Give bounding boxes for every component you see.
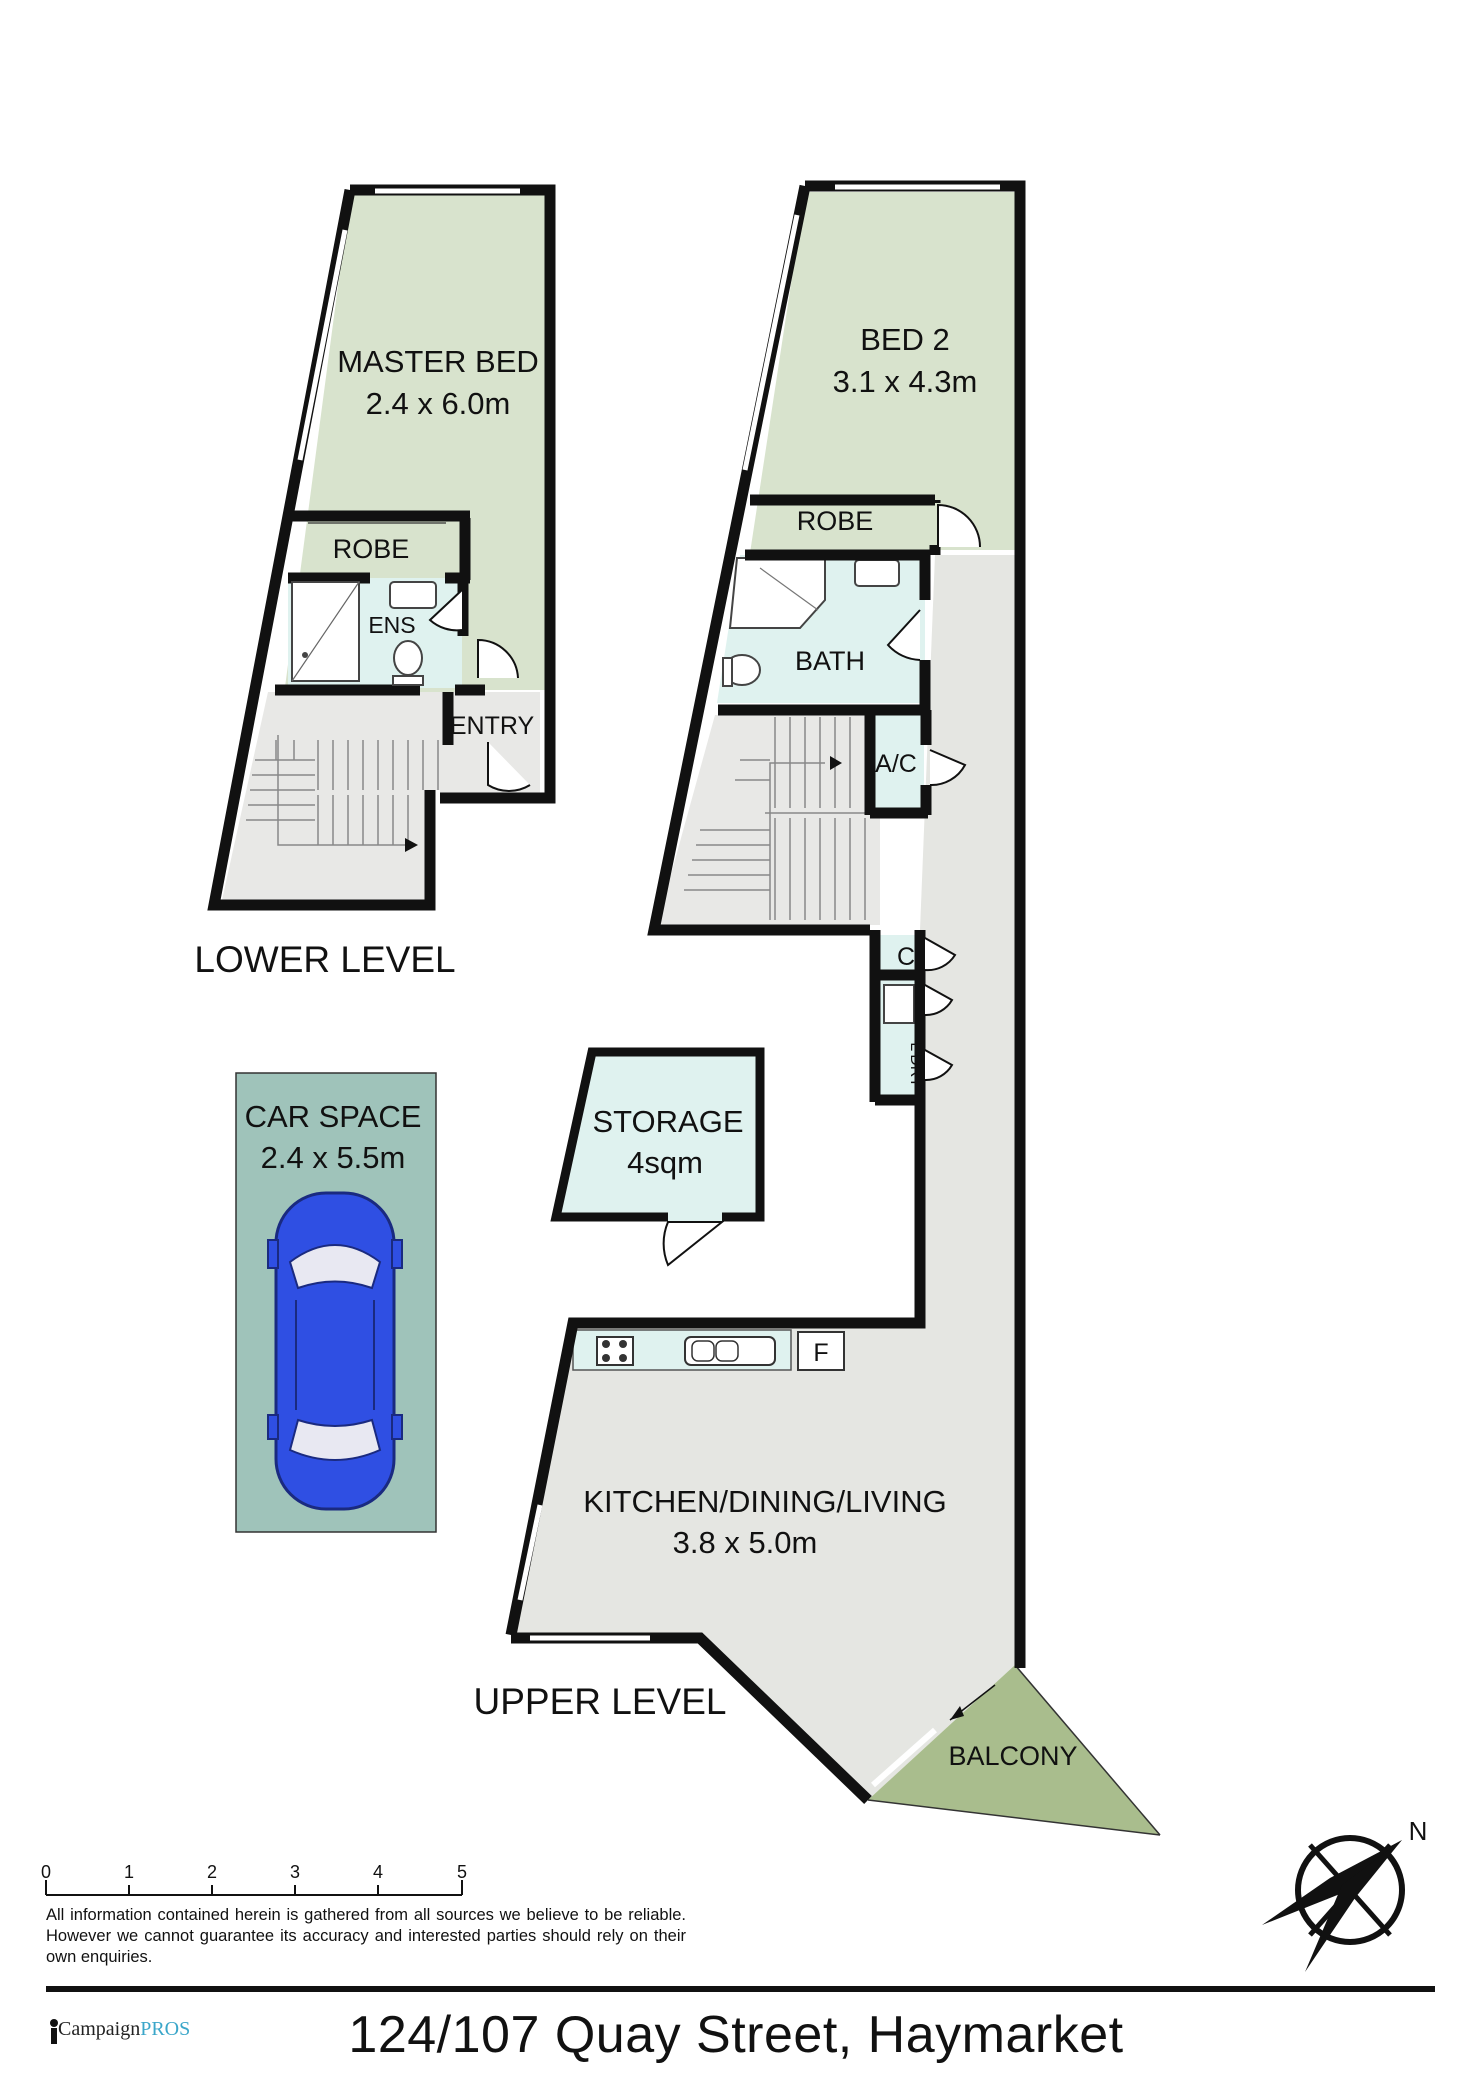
ac-door — [929, 749, 967, 787]
living-window-side — [517, 1504, 543, 1601]
upper-level-label: UPPER LEVEL — [474, 1681, 727, 1722]
compass-icon: N — [1262, 1816, 1427, 1972]
storage-area — [556, 1052, 760, 1217]
laundry-label: L'DRY — [907, 1042, 924, 1088]
balcony-edge — [867, 1799, 1161, 1836]
car-icon — [267, 1191, 403, 1511]
laundry-door-1 — [924, 984, 954, 1017]
lower-stair-arrow — [405, 838, 418, 852]
entry-door — [487, 742, 531, 792]
ac-area — [870, 715, 924, 810]
upper-stair-treads — [684, 717, 870, 920]
lower-stair-area — [222, 692, 465, 900]
upper-stair-arrow — [830, 756, 842, 770]
disclaimer-text: All information contained herein is gath… — [46, 1906, 686, 1966]
master-bed-size: 2.4 x 6.0m — [366, 386, 511, 421]
bath-door — [886, 609, 921, 661]
ensuite-label: ENS — [368, 612, 415, 638]
cooktop-burners — [602, 1340, 627, 1362]
lower-walls — [207, 184, 556, 911]
logo-suffix: PROS — [140, 2018, 191, 2040]
scale-tick-4: 4 — [373, 1862, 383, 1882]
scale-tick-2: 2 — [207, 1862, 217, 1882]
scale-tick-1: 1 — [124, 1862, 134, 1882]
lower-stair-treads — [246, 735, 439, 846]
lower-level-label: LOWER LEVEL — [194, 939, 455, 980]
bed2-label: BED 2 — [860, 322, 950, 357]
living-label: KITCHEN/DINING/LIVING — [583, 1484, 946, 1519]
living-size: 3.8 x 5.0m — [673, 1525, 818, 1560]
ensuite-toilet — [393, 640, 423, 676]
robe-lower-label: ROBE — [333, 534, 410, 564]
robe-upper-label: ROBE — [797, 506, 874, 536]
company-logo: CampaignPROS — [58, 2018, 190, 2041]
balcony-area — [868, 1665, 1160, 1835]
scale-bar: 0 1 2 3 4 5 — [41, 1862, 467, 1896]
ensuite-door — [428, 589, 463, 632]
upper-stair-area — [657, 715, 880, 925]
balcony-outline — [1014, 1664, 1161, 1836]
ensuite-shower-drain — [302, 652, 308, 658]
property-address: 124/107 Quay Street, Haymarket — [348, 2006, 1124, 2064]
laundry-tub — [883, 984, 915, 1024]
car-space-size: 2.4 x 5.5m — [261, 1140, 406, 1175]
master-bed-label: MASTER BED — [337, 344, 539, 379]
entry-label: ENTRY — [450, 712, 535, 740]
storage-label: STORAGE — [592, 1104, 743, 1139]
bed2-door — [937, 503, 981, 548]
balcony-slider-arrowhead — [950, 1706, 964, 1720]
cupboard-label: C — [897, 943, 915, 971]
car-space-label: CAR SPACE — [245, 1099, 422, 1134]
scale-tick-0: 0 — [41, 1862, 51, 1882]
car-space: CAR SPACE 2.4 x 5.5m — [235, 1072, 437, 1533]
upper-level-plan: BED 2 3.1 x 4.3m ROBE BATH A/C C L'DRY S… — [474, 180, 1161, 1836]
compass-north-label: N — [1409, 1816, 1428, 1846]
scale-tick-5: 5 — [457, 1862, 467, 1882]
sink-bowl-2 — [715, 1340, 739, 1362]
upper-window-side — [742, 214, 800, 471]
cupboard-door — [924, 937, 957, 972]
storage-door — [662, 1221, 725, 1267]
living-area — [511, 555, 1015, 1800]
scale-tick-3: 3 — [290, 1862, 300, 1882]
logo-prefix: Campaign — [58, 2018, 141, 2040]
cooktop — [596, 1336, 634, 1366]
bed2-size: 3.1 x 4.3m — [833, 364, 978, 399]
fridge-label: F — [813, 1339, 828, 1367]
bath-basin — [854, 559, 900, 587]
lower-window-side — [297, 229, 348, 461]
cupboard-area — [880, 935, 918, 975]
ensuite-basin — [389, 581, 437, 609]
bath-shower-line — [759, 567, 819, 611]
ensuite-shower-line — [291, 581, 360, 682]
balcony-door-opening — [871, 1727, 937, 1788]
ensuite-cistern — [392, 675, 424, 686]
ac-label: A/C — [875, 750, 917, 778]
logo-icon — [50, 2019, 58, 2044]
bed2-area — [750, 192, 1015, 553]
bath-cistern — [722, 657, 733, 687]
fridge — [797, 1331, 845, 1371]
storage-walls — [550, 1047, 765, 1222]
master-bed-door — [477, 638, 519, 679]
laundry-door-2 — [924, 1049, 954, 1082]
sink-bowl-1 — [691, 1340, 715, 1362]
storage-size: 4sqm — [627, 1145, 703, 1180]
bath-label: BATH — [795, 646, 865, 676]
lower-level-plan: MASTER BED 2.4 x 6.0m ROBE ENS ENTRY LOW… — [194, 184, 556, 980]
balcony-label: BALCONY — [948, 1741, 1077, 1771]
